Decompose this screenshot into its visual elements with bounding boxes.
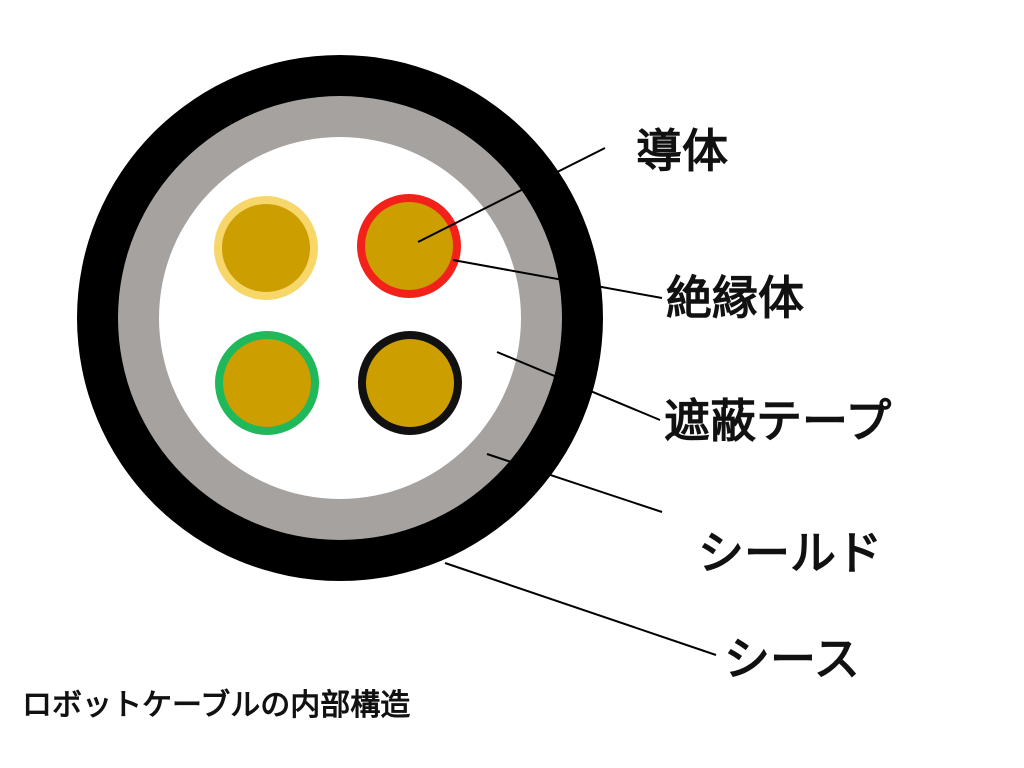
leader-line-insulator (452, 259, 663, 299)
leader-line-conductor (417, 147, 606, 243)
label-shield: シールド (698, 526, 882, 580)
leader-line-shield-tape (496, 351, 661, 421)
leader-line-sheath (444, 562, 717, 656)
wire-red (357, 194, 461, 298)
wire-black (358, 331, 462, 435)
wire-yellow (214, 196, 318, 300)
label-shield-tape: 遮蔽テープ (664, 394, 892, 448)
diagram-caption: ロボットケーブルの内部構造 (22, 688, 411, 723)
label-insulator: 絶縁体 (666, 271, 804, 325)
conductor-core (366, 339, 454, 427)
conductor-core (365, 202, 453, 290)
conductor-core (222, 204, 310, 292)
label-conductor: 導体 (636, 124, 728, 178)
shield-tape-area (159, 137, 521, 499)
conductor-core (223, 339, 311, 427)
leader-line-shield (486, 453, 663, 513)
wire-green (215, 331, 319, 435)
label-sheath: シース (724, 632, 860, 686)
